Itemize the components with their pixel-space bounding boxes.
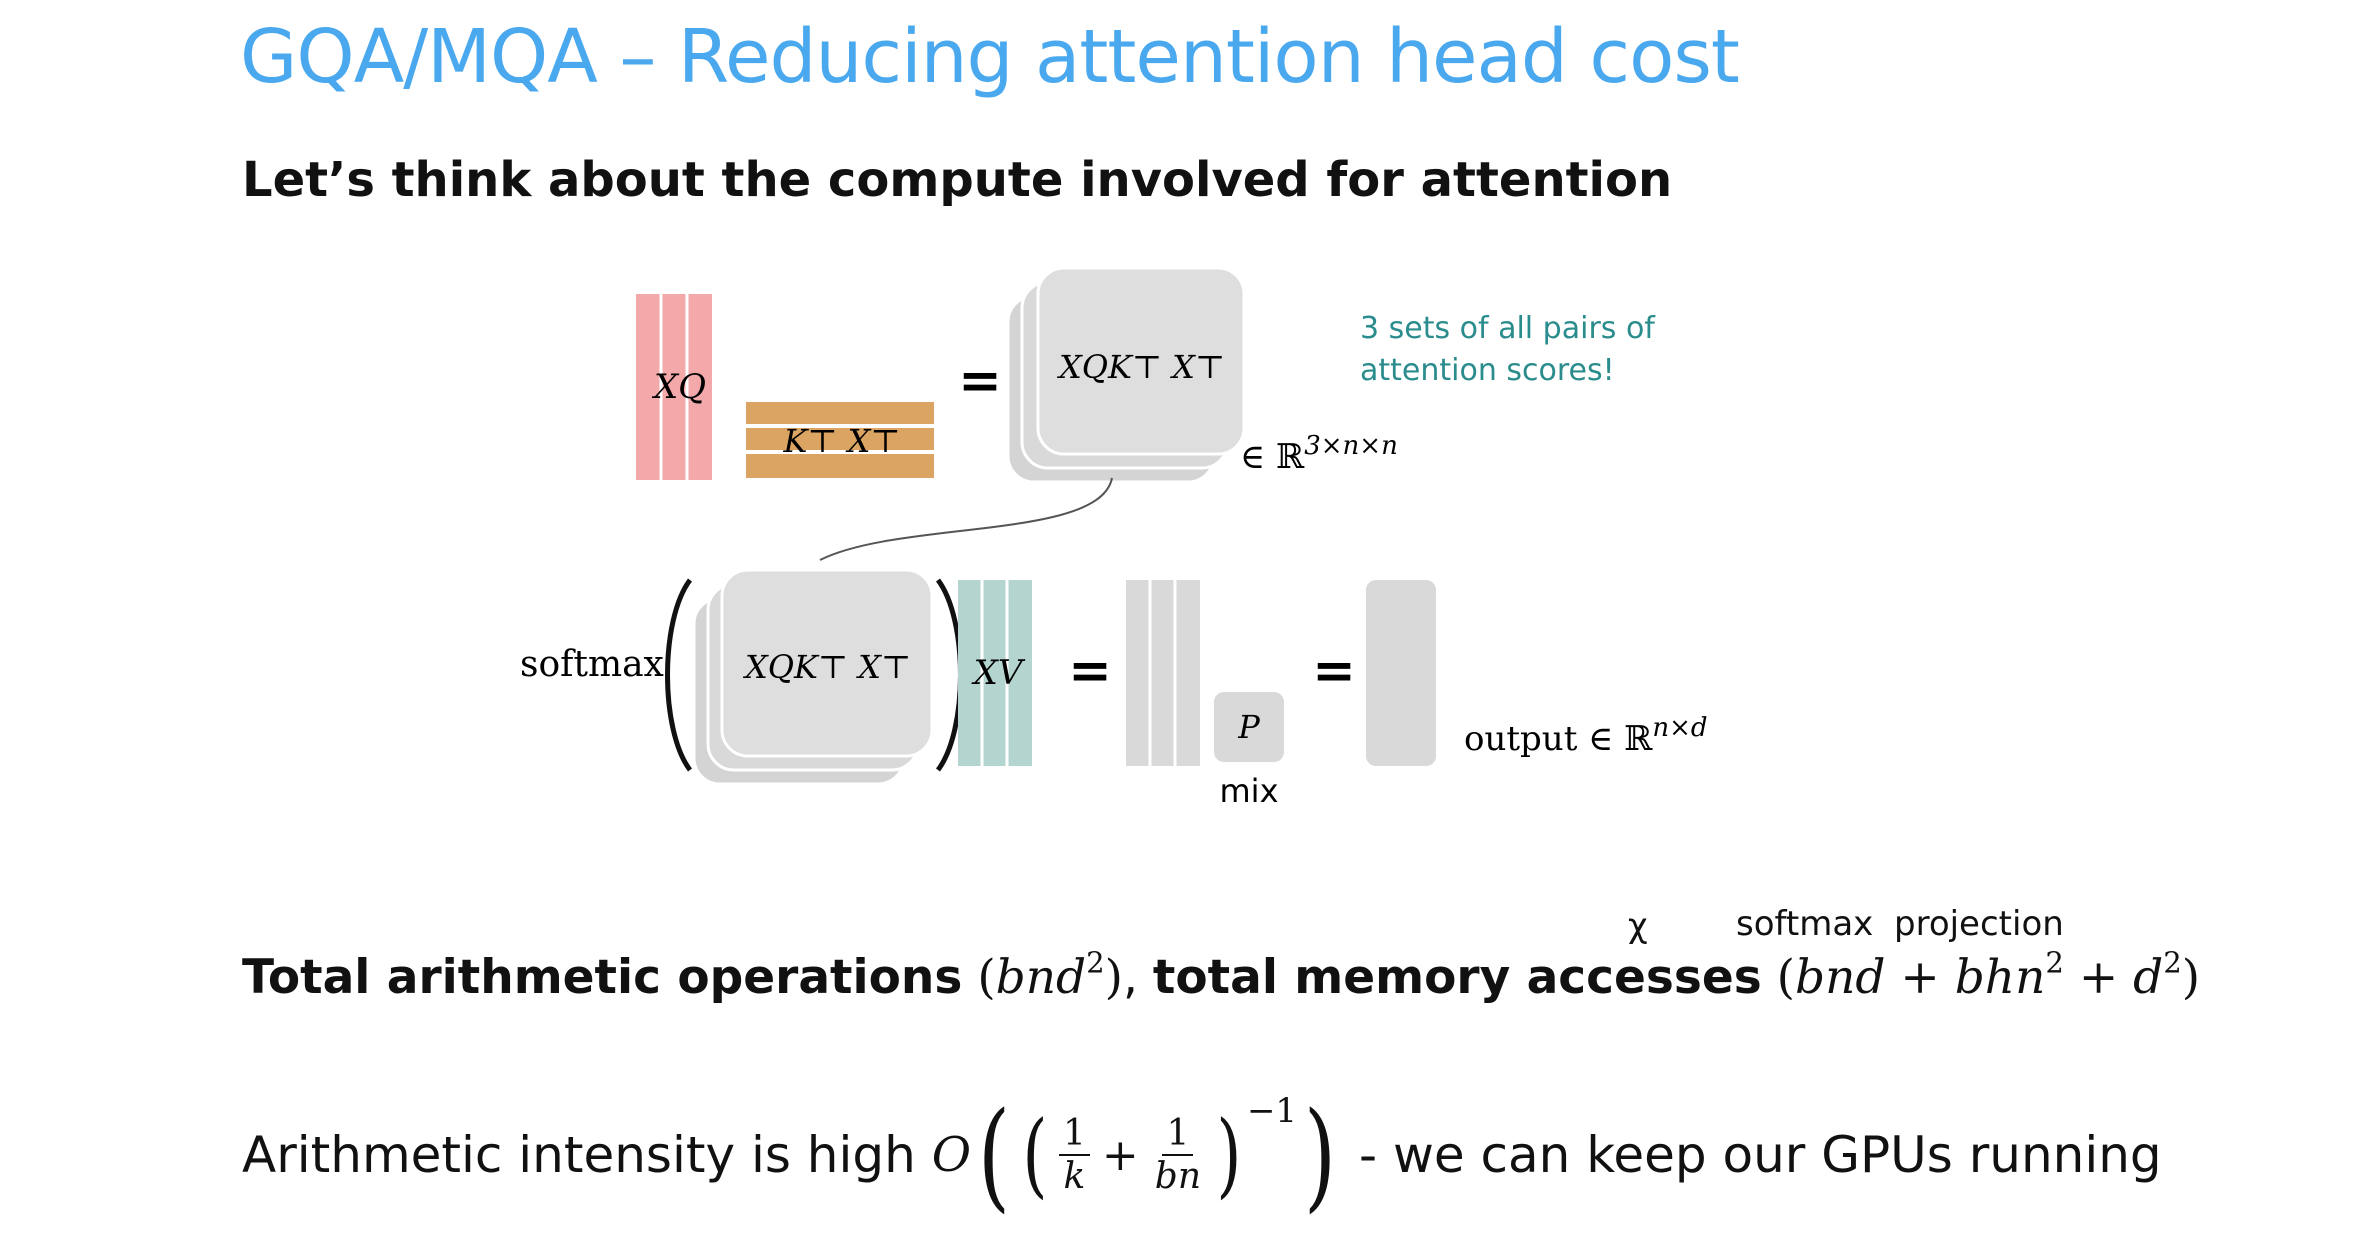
softmax-inner-label: XQK⊤ X⊤ xyxy=(742,648,911,686)
output-space-label: output ∈ ℝn×d xyxy=(1464,713,1708,759)
small-open-paren: ( xyxy=(1022,1101,1048,1208)
mem-term2-sup: 2 xyxy=(2045,945,2064,980)
intensity-exponent: −1 xyxy=(1246,1091,1298,1131)
softmax-close-paren xyxy=(935,578,963,772)
softmax-open-paren xyxy=(665,578,693,772)
kt-label: K⊤ X⊤ xyxy=(782,422,900,460)
mem-term2: bhn xyxy=(1954,950,2046,1005)
slide-title: GQA/MQA – Reducing attention head cost xyxy=(240,14,1740,100)
kt-matrix xyxy=(746,402,934,478)
mem-plus2: + xyxy=(2063,950,2134,1005)
equals-sign-3: = xyxy=(1312,640,1356,701)
arith-sup: 2 xyxy=(1086,945,1105,980)
frac2-den: bn xyxy=(1154,1156,1202,1197)
ops-comma: , xyxy=(1122,950,1153,1005)
output-label: output ∈ ℝ xyxy=(1464,719,1653,759)
intensity-plus: + xyxy=(1101,1129,1139,1181)
mem-plus1: + xyxy=(1885,950,1955,1005)
big-close-paren: ) xyxy=(1303,1086,1337,1224)
output-matrix xyxy=(1366,580,1436,766)
scores-annotation-line2: attention scores! xyxy=(1360,353,1615,388)
mem-term3-sup: 2 xyxy=(2163,945,2182,980)
fraction-2: 1 bn xyxy=(1151,1113,1205,1197)
projection-annotation: projection xyxy=(1894,904,2064,944)
arith-close: ) xyxy=(1104,950,1123,1005)
p-matrix xyxy=(1214,692,1284,762)
fraction-1: 1 k xyxy=(1059,1113,1090,1197)
mem-open: ( xyxy=(1776,950,1795,1005)
arith-label: Total arithmetic operations xyxy=(242,950,963,1005)
frac2-num: 1 xyxy=(1162,1113,1194,1156)
equals-sign-1: = xyxy=(958,350,1002,411)
p-label: P xyxy=(1237,708,1260,746)
equals-sign-2: = xyxy=(1068,640,1112,701)
frac1-den: k xyxy=(1063,1156,1086,1197)
scores-space-label: ∈ ℝ3×n×n xyxy=(1240,431,1398,477)
frac1-num: 1 xyxy=(1059,1113,1090,1156)
output-sup: n×d xyxy=(1652,713,1707,743)
big-o: O xyxy=(931,1127,972,1183)
softmax-label: softmax xyxy=(520,644,664,685)
mem-label: total memory accesses xyxy=(1152,950,1762,1005)
chi-annotation: χ xyxy=(1628,906,1648,946)
scores-stack xyxy=(1006,266,1246,484)
softmax-annotation: softmax xyxy=(1736,904,1874,944)
softmax-scores-stack xyxy=(692,568,934,786)
arith-open: ( xyxy=(977,950,996,1005)
xv-matrix xyxy=(958,580,1032,766)
big-open-paren: ( xyxy=(977,1086,1011,1224)
intensity-line: Arithmetic intensity is high O ( ( 1 k +… xyxy=(242,1085,2162,1225)
scores-annotation-line1: 3 sets of all pairs of xyxy=(1360,311,1656,346)
scores-label: XQK⊤ X⊤ xyxy=(1056,348,1225,386)
operations-line: Total arithmetic operations (bnd2), tota… xyxy=(242,948,2201,1005)
xq-matrix xyxy=(636,294,712,480)
intensity-prefix: Arithmetic intensity is high xyxy=(242,1126,932,1184)
small-close-paren: ) xyxy=(1216,1101,1242,1208)
result-matrix xyxy=(1126,580,1200,766)
slide-subtitle: Let’s think about the compute involved f… xyxy=(242,152,1673,208)
xv-label: XV xyxy=(971,653,1026,693)
xq-label: XQ xyxy=(651,367,706,407)
mem-close: ) xyxy=(2181,950,2201,1005)
connector-curve xyxy=(819,477,1113,561)
mix-label: mix xyxy=(1220,772,1279,810)
scores-space: ∈ ℝ xyxy=(1240,437,1305,477)
mem-term1: bnd xyxy=(1795,950,1886,1005)
arith-expr: bnd xyxy=(995,950,1087,1005)
mem-term3: d xyxy=(2133,950,2164,1005)
intensity-suffix: - we can keep our GPUs running xyxy=(1343,1126,2162,1184)
scores-space-sup: 3×n×n xyxy=(1304,431,1398,461)
